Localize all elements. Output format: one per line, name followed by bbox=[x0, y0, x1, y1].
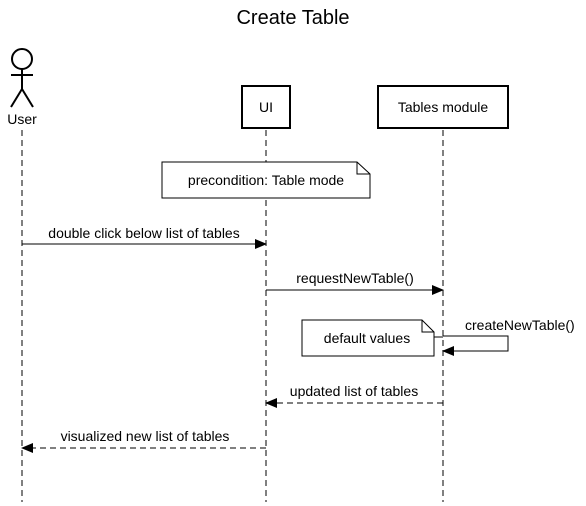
diagram-title: Create Table bbox=[236, 7, 349, 29]
note-precondition-shape bbox=[161, 161, 371, 199]
participant-tables-module-label: Tables module bbox=[398, 99, 488, 115]
message-arrow-3 bbox=[442, 335, 509, 356]
participant-tables-module-box bbox=[377, 85, 509, 129]
note-defaults-shape bbox=[301, 319, 435, 357]
message-label-5: visualized new list of tables bbox=[61, 428, 230, 444]
message-label-2: requestNewTable() bbox=[296, 270, 414, 286]
message-label-4: updated list of tables bbox=[290, 383, 418, 399]
message-label-3: createNewTable() bbox=[465, 317, 575, 333]
message-label-1: double click below list of tables bbox=[48, 225, 239, 241]
note-defaults-text: default values bbox=[324, 330, 410, 346]
participant-ui-box bbox=[241, 85, 291, 129]
note-precondition-text: precondition: Table mode bbox=[188, 172, 344, 188]
actor-label-user: User bbox=[7, 111, 37, 127]
user-actor-icon bbox=[10, 48, 34, 108]
participant-ui-label: UI bbox=[259, 99, 273, 115]
